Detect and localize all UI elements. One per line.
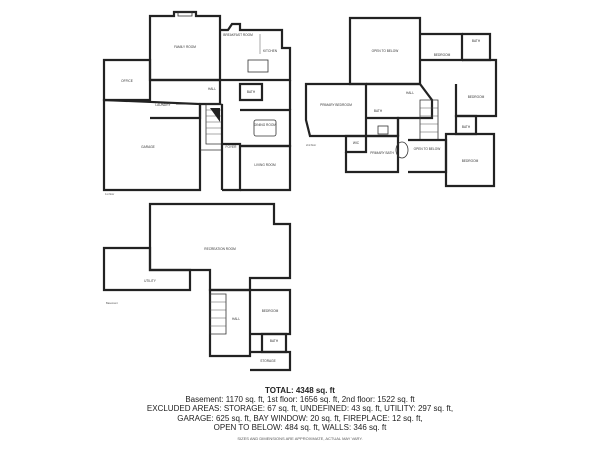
first-floor-tag: 1st floor [105,192,114,196]
label-breakfast-room: BREAKFAST ROOM [223,33,253,37]
disclaimer: SIZES AND DIMENSIONS ARE APPROXIMATE, AC… [237,436,363,442]
label-primary-bath: PRIMARY BATH [370,151,394,155]
label-dining-room: DINING ROOM [254,123,276,127]
label-bath-first: BATH [247,90,256,94]
label-family-room: FAMILY ROOM [174,45,196,49]
second-floor-tag: 2nd floor [306,143,316,147]
excluded-areas-line-1: EXCLUDED AREAS: STORAGE: 67 sq. ft, UNDE… [146,404,454,414]
label-recreation-room: RECREATION ROOM [204,247,236,251]
label-utility: UTILITY [144,279,157,283]
label-walk-in-closet: WIC [353,141,360,145]
label-hall-second: HALL [406,91,414,95]
excluded-areas-line-2: GARAGE: 625 sq. ft, BAY WINDOW: 20 sq. f… [177,413,423,423]
label-hall-first: HALL [208,87,216,91]
label-bath-right: BATH [462,125,471,129]
label-primary-bedroom: PRIMARY BEDROOM [320,103,352,107]
basement-tag: Basement [106,301,118,305]
label-bath-top: BATH [472,39,481,43]
label-open-to-below-small: OPEN TO BELOW [414,147,441,151]
label-bath-second: BATH [374,109,383,113]
label-storage: STORAGE [260,359,276,363]
label-bedroom-basement: BEDROOM [262,309,279,313]
label-kitchen: KITCHEN [263,49,278,53]
stairs-second [419,99,439,141]
stairs-first [205,103,223,145]
floor-plan-drawing: 1st floor FAMILY ROOM BREAKFAST ROOM KIT… [102,10,498,372]
label-bedroom-top: BEDROOM [434,53,451,57]
label-garage: GARAGE [141,145,155,149]
label-bath-basement: BATH [270,339,279,343]
label-laundry: LAUNDRY [155,103,171,107]
first-floor-plan: 1st floor FAMILY ROOM BREAKFAST ROOM KIT… [102,10,292,196]
label-open-to-below-large: OPEN TO BELOW [372,49,399,53]
basement-plan: RECREATION ROOM UTILITY BEDROOM HALL BAT… [102,202,292,372]
total-area: TOTAL: 4348 sq. ft [265,386,335,395]
floor-areas: Basement: 1170 sq. ft, 1st floor: 1656 s… [185,395,415,405]
label-living-room: LIVING ROOM [254,163,276,167]
label-hall-basement: HALL [232,317,240,321]
area-summary: TOTAL: 4348 sq. ft Basement: 1170 sq. ft… [0,386,600,441]
label-office: OFFICE [121,79,133,83]
second-floor-plan: OPEN TO BELOW BEDROOM BATH PRIMARY BEDRO… [304,16,498,188]
stairs-basement [209,293,227,335]
excluded-areas-line-3: OPEN TO BELOW: 484 sq. ft, WALLS: 346 sq… [213,422,387,432]
label-bedroom-right: BEDROOM [468,95,485,99]
label-foyer: FOYER [226,145,238,149]
label-bedroom-bottom: BEDROOM [462,159,479,163]
